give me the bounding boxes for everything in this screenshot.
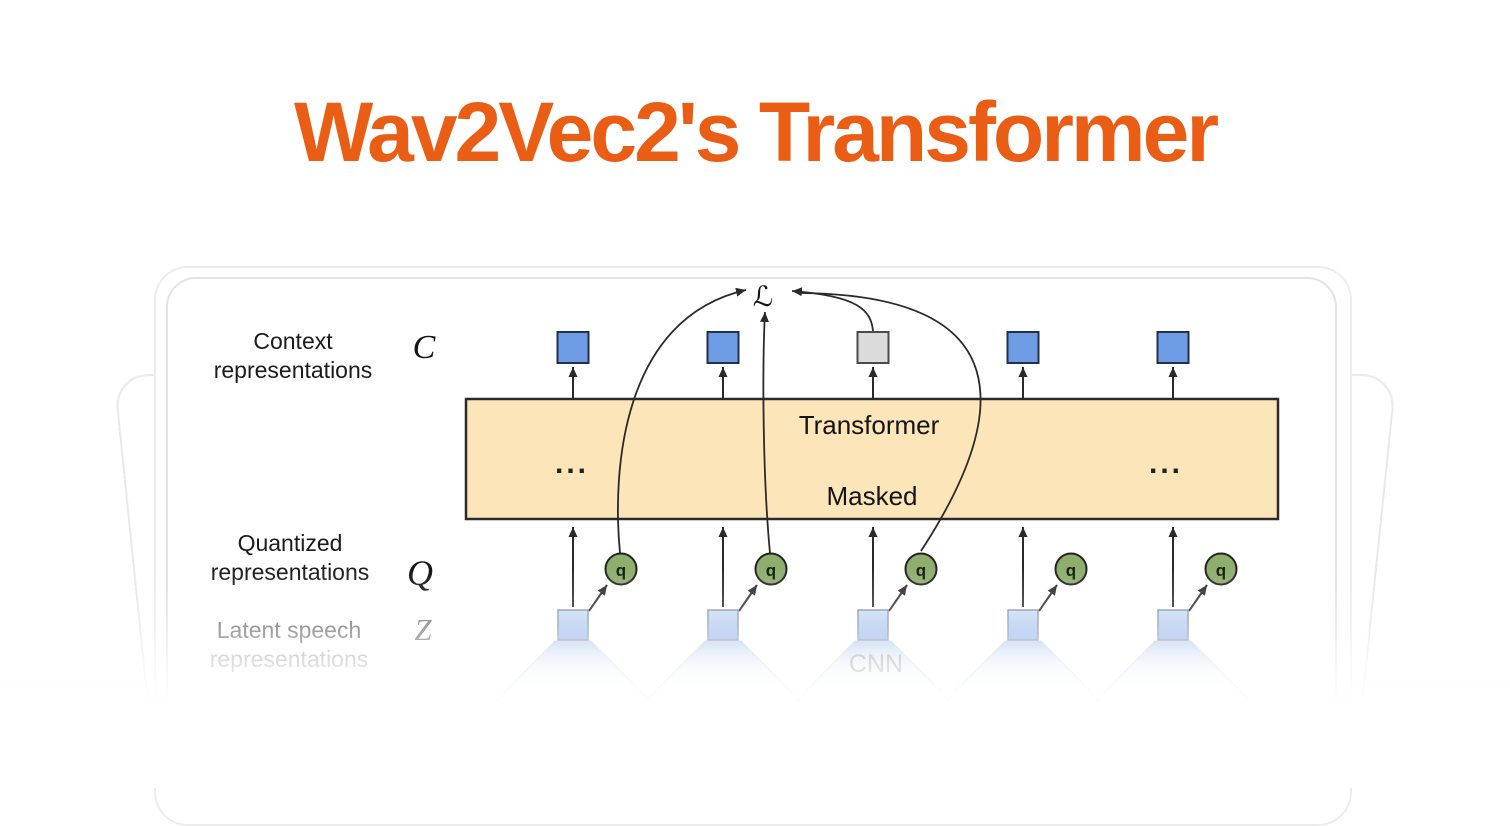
cnn-cone xyxy=(494,640,652,702)
arrow-diagonal xyxy=(588,584,608,612)
latent-squares xyxy=(557,609,1189,641)
quantized-label-line2: representations xyxy=(211,559,370,585)
context-label-line2: representations xyxy=(214,357,373,383)
loss-curve-q1 xyxy=(617,287,747,554)
quantized-circles: q q q q q xyxy=(604,552,1238,586)
quantize-arrows xyxy=(588,584,1208,612)
latent-label-line1: Latent speech xyxy=(217,617,362,643)
masked-label: Masked xyxy=(826,481,917,511)
arrow-diagonal xyxy=(738,584,758,612)
quantized-label-line1: Quantized xyxy=(238,530,343,556)
context-arrows xyxy=(568,367,1178,398)
transformer-box xyxy=(464,397,1280,521)
cnn-label: CNN xyxy=(849,650,903,678)
wav2vec2-architecture-diagram: CNN Transformer Masked ... ... xyxy=(210,280,1280,702)
latent-square xyxy=(557,609,589,641)
latent-square xyxy=(857,609,889,641)
transformer-label: Transformer xyxy=(799,410,940,440)
context-square xyxy=(556,331,590,364)
arrow-diagonal xyxy=(1038,584,1058,612)
latent-square xyxy=(1007,609,1039,641)
masked-context-square xyxy=(856,331,890,364)
cnn-cone xyxy=(644,640,802,702)
q-letter: q xyxy=(1216,561,1226,580)
arrow-diagonal xyxy=(1188,584,1208,612)
context-square xyxy=(1006,331,1040,364)
quantized-symbol: Q xyxy=(407,553,433,593)
ellipsis-right: ... xyxy=(1149,447,1183,480)
loss-curve-q2 xyxy=(759,311,771,554)
cnn-cones: CNN xyxy=(494,640,1252,702)
q-letter: q xyxy=(916,561,926,580)
q-letter: q xyxy=(1066,561,1076,580)
ellipsis-left: ... xyxy=(555,447,589,480)
loss-curve-q3 xyxy=(799,292,982,552)
context-square xyxy=(706,331,740,364)
slide-card: CNN Transformer Masked ... ... xyxy=(166,277,1337,788)
arrow-diagonal xyxy=(888,584,908,612)
context-symbol: C xyxy=(413,329,436,366)
q-letter: q xyxy=(766,561,776,580)
cnn-cone xyxy=(1094,640,1252,702)
row-labels: Context representations C Quantized repr… xyxy=(210,328,436,672)
latent-square xyxy=(1157,609,1189,641)
cnn-cone xyxy=(944,640,1102,702)
context-label-line1: Context xyxy=(253,328,333,354)
context-squares xyxy=(556,331,1190,364)
latent-label-line2: representations xyxy=(210,646,369,672)
q-letter: q xyxy=(616,561,626,580)
latent-symbol: Z xyxy=(414,612,432,647)
loss-symbol: ℒ xyxy=(753,280,773,313)
page-title: Wav2Vec2's Transformer xyxy=(293,85,1219,179)
context-square xyxy=(1156,331,1190,364)
latent-square xyxy=(707,609,739,641)
loss-curves xyxy=(617,287,982,554)
loss-curve-masked-context xyxy=(791,287,874,332)
